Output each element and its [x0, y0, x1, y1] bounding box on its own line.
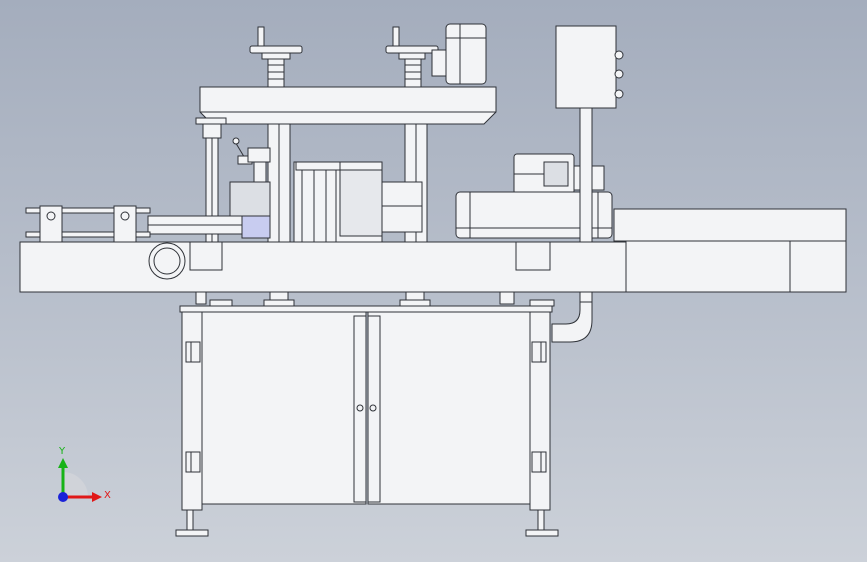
x-axis-arrowhead — [92, 492, 102, 502]
upper-crossbeam — [199, 86, 497, 125]
sensor-arm — [232, 137, 271, 183]
adjustment-handwheel-right — [385, 26, 439, 60]
adjustment-handwheel-left — [249, 26, 303, 60]
conveyor-drive-roller — [148, 242, 186, 280]
label-motor-box — [381, 181, 423, 233]
lift-motor — [431, 23, 487, 85]
guide-column-left — [267, 123, 291, 243]
coordinate-triad: Y X — [58, 446, 111, 502]
lead-screw-right — [404, 58, 422, 88]
label-applicator-block — [147, 181, 271, 239]
cabinet-frame — [179, 305, 553, 511]
x-axis-label: X — [104, 490, 111, 501]
leveling-foot-left — [175, 509, 209, 537]
y-axis-arrowhead — [58, 458, 68, 468]
lead-screw-left — [267, 58, 285, 88]
frame-spacers — [195, 291, 555, 307]
cabinet-door-right[interactable] — [367, 311, 531, 505]
conveyor-bed — [19, 208, 847, 293]
leveling-foot-right — [525, 509, 559, 537]
y-axis-label: Y — [58, 446, 66, 457]
cabinet-door-left[interactable] — [201, 311, 367, 505]
label-roll-frame — [293, 161, 383, 243]
electrical-control-box — [555, 25, 624, 109]
z-axis-dot — [58, 492, 68, 502]
